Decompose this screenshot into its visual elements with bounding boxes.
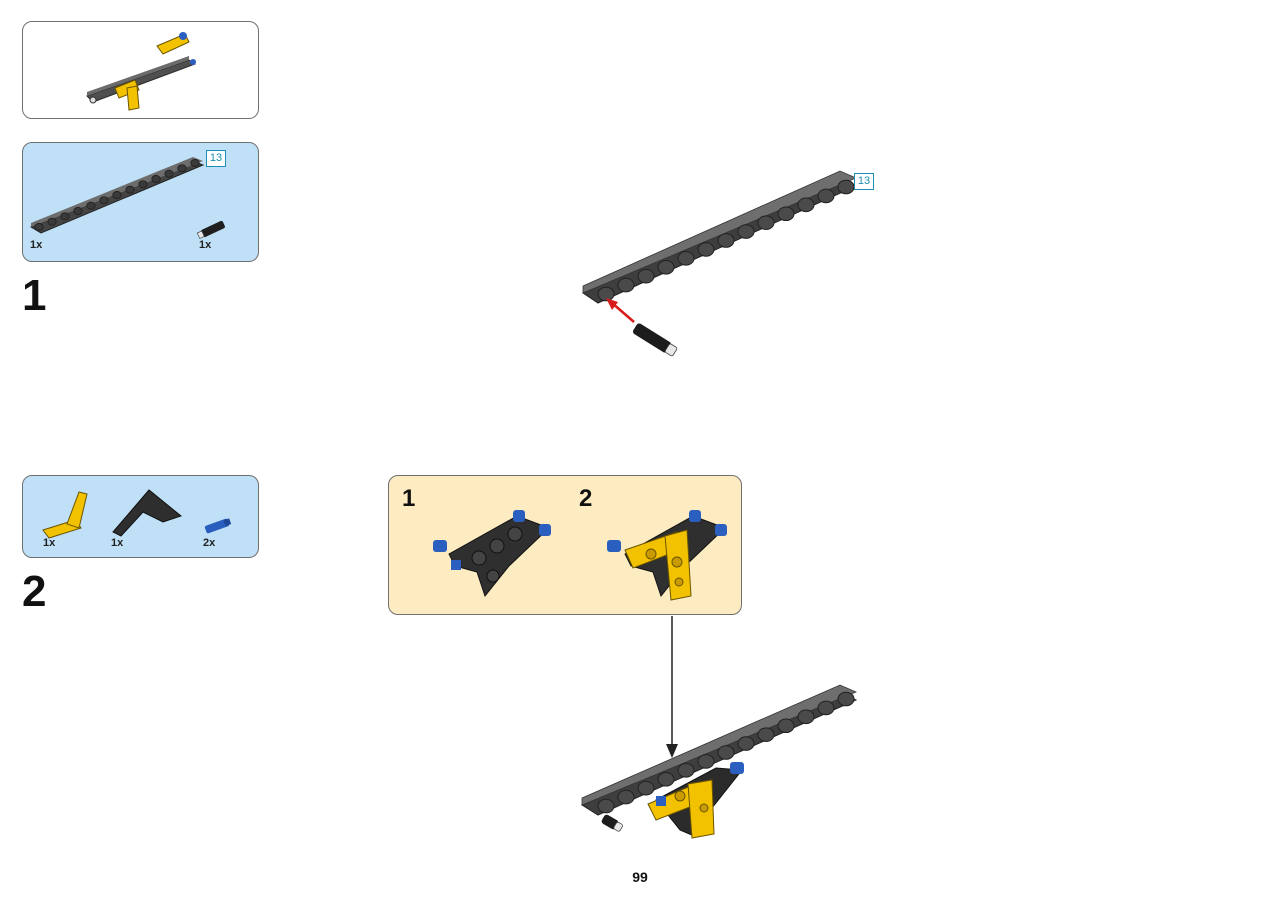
part-gray-beam-13 — [29, 157, 205, 234]
beam-hole — [717, 233, 735, 248]
beam-hole — [86, 201, 96, 210]
gray-beam-13-assembled — [580, 684, 858, 816]
beam-hole — [777, 718, 795, 734]
part-blue-axle-pin — [204, 518, 232, 534]
beam-hole — [697, 754, 715, 769]
beam-hole — [737, 736, 755, 751]
beam-hole — [777, 206, 795, 222]
beam-hole — [151, 175, 161, 183]
beam-hole — [617, 789, 635, 805]
black-pin-with-bush-assembled — [601, 814, 623, 832]
beam-hole — [797, 709, 815, 725]
beam-hole — [837, 691, 855, 707]
part-qty: 1x — [111, 537, 124, 549]
preview-blue-pin — [190, 59, 196, 65]
beam-hole — [47, 217, 57, 226]
step2-parts-list: 1x 1x 2x — [22, 475, 259, 558]
part-qty: 1x — [199, 239, 212, 251]
beam-hole — [138, 180, 148, 189]
beam-hole — [73, 207, 83, 215]
beam-hole — [717, 745, 735, 760]
preview-blue-pin — [179, 32, 187, 40]
attach-arrow-head — [666, 744, 678, 758]
part-yellow-angled-beam — [42, 491, 88, 539]
beam-hole — [597, 286, 615, 302]
beam-hole — [112, 191, 122, 199]
beam-hole — [757, 215, 775, 230]
beam-hole — [677, 251, 695, 266]
page-number: 99 — [632, 869, 648, 885]
substep-number: 2 — [579, 485, 593, 512]
beam-hole — [637, 268, 655, 284]
blue-axle-pin-assembled — [730, 762, 744, 774]
step1-parts-list: 13 1x 1x — [22, 142, 259, 262]
beam-hole — [737, 224, 755, 239]
beam-hole — [657, 259, 675, 275]
substep1-illustration — [433, 510, 551, 598]
part-black-pin-with-bush — [196, 220, 225, 239]
part-qty: 1x — [43, 537, 56, 549]
beam-hole — [60, 212, 70, 221]
blue-axle-pin-assembled — [656, 796, 666, 806]
black-pin-with-bush — [632, 323, 678, 357]
model-preview-illustration — [86, 32, 197, 111]
part-qty: 1x — [30, 239, 43, 251]
substep2-illustration — [607, 510, 727, 601]
beam-hole — [817, 188, 835, 204]
insert-arrow — [606, 298, 635, 323]
beam-hole — [164, 169, 174, 178]
beam-hole — [657, 771, 675, 787]
beam-hole — [817, 700, 835, 716]
beam-hole — [597, 798, 615, 814]
beam-hole — [697, 242, 715, 257]
callout-length-label: 13 — [854, 173, 874, 190]
beam-hole — [797, 197, 815, 213]
gray-beam-13 — [581, 170, 858, 304]
beam-hole — [617, 277, 635, 293]
beam-hole — [99, 196, 109, 205]
beam-hole — [757, 727, 775, 742]
beam-hole — [190, 159, 200, 167]
substep-number: 1 — [402, 485, 416, 512]
beam-hole — [125, 185, 135, 194]
beam-hole — [637, 780, 655, 796]
beam-hole — [677, 763, 695, 778]
step-number: 2 — [22, 567, 47, 616]
preview-black-pin — [89, 96, 97, 104]
step-number: 1 — [22, 271, 47, 320]
part-black-triangle-plate — [112, 489, 183, 537]
yellow-angled-beam-assembled — [647, 779, 715, 839]
subassembly-callout: 1 2 — [388, 475, 742, 615]
model-preview-panel — [22, 21, 259, 119]
beam-hole — [177, 164, 187, 173]
beam-length-label: 13 — [206, 150, 226, 167]
beam-hole — [34, 223, 44, 231]
part-qty: 2x — [203, 537, 216, 549]
